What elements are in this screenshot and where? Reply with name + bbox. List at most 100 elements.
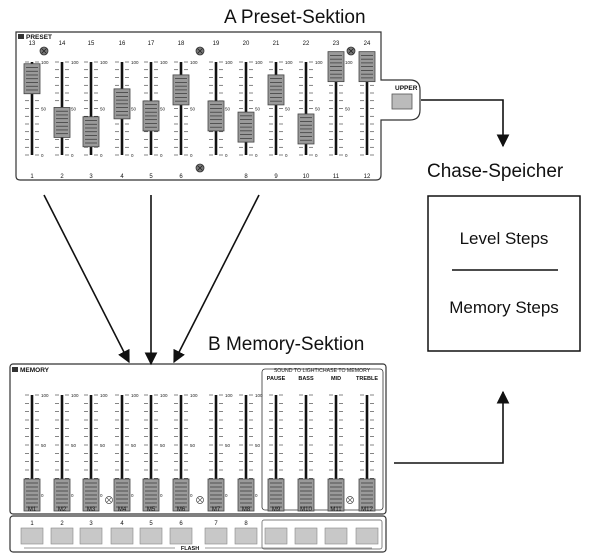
fader-track [214,395,218,495]
fader-knob[interactable] [358,478,376,512]
fader-knob[interactable] [113,88,131,120]
fader-knob[interactable] [82,116,100,148]
fader-track [179,395,183,495]
scale-label: 50 [71,443,77,448]
flash-button[interactable] [139,527,163,545]
memory-fader-channel[interactable] [358,394,376,512]
fader-track [89,395,93,495]
scale-label: 0 [190,153,193,158]
memory-fader-channel[interactable] [267,394,285,512]
scale-label: 0 [131,153,134,158]
scale-label: 50 [255,443,261,448]
fader-knob[interactable] [237,111,255,143]
flash-button[interactable] [355,527,379,545]
memory-fader-channel[interactable]: 100 50 0 [237,393,263,512]
sound-label: PAUSE [267,376,286,382]
memory-fader-channel[interactable] [297,394,315,512]
fader-knob[interactable] [53,107,71,138]
fader-knob[interactable] [207,478,225,512]
flash-button[interactable] [50,527,74,545]
memory-faders: 1005001005001005001005001005001005001005… [23,393,376,512]
scale-label: 100 [100,393,108,398]
fader-knob[interactable] [207,100,225,132]
fader-knob[interactable] [358,51,376,83]
fader-track [334,395,338,495]
fader-knob[interactable] [327,478,345,512]
preset-fader-channel[interactable] [358,51,376,156]
fader-knob[interactable] [267,478,285,512]
level-steps-label: Level Steps [459,229,549,248]
fader-track [244,62,248,155]
fader-knob[interactable] [327,51,345,83]
flash-button[interactable] [294,527,318,545]
fader-knob[interactable] [142,478,160,512]
scale-label: 100 [160,60,168,65]
flash-button[interactable] [79,527,103,545]
fader-track [30,395,34,495]
fader-knob[interactable] [172,478,190,512]
scale-label: 100 [255,393,263,398]
scale-label: 50 [225,107,231,112]
scale-label: 100 [71,60,79,65]
fader-knob[interactable] [172,74,190,106]
fader-knob[interactable] [113,478,131,512]
flash-button[interactable] [264,527,288,545]
fader-knob[interactable] [23,63,41,95]
scale-label: 100 [345,60,353,65]
scale-label: 50 [100,107,106,112]
flash-button[interactable] [234,527,258,545]
fader-knob[interactable] [297,478,315,512]
scale-label: 50 [41,443,47,448]
scale-label: 100 [255,60,263,65]
scale-label: 0 [100,493,103,498]
flash-button[interactable] [169,527,193,545]
preset-bottom-number: 3 [89,174,93,180]
fader-knob[interactable] [267,74,285,106]
memory-channel-label: M10 [300,507,312,513]
scale-label: 100 [41,393,49,398]
preset-top-number: 21 [273,41,280,47]
fader-knob[interactable] [237,478,255,512]
preset-bottom-number: 10 [303,174,310,180]
fader-track [274,395,278,495]
upper-button[interactable] [391,93,413,110]
flash-number: 1 [30,521,34,527]
flash-button[interactable] [110,527,134,545]
fader-knob[interactable] [142,100,160,132]
fader-knob[interactable] [297,113,315,145]
scale-label: 0 [160,153,163,158]
flash-button[interactable] [324,527,348,545]
fader-knob[interactable] [53,478,71,512]
fader-knob[interactable] [23,478,41,512]
flash-button[interactable] [204,527,228,545]
scale-label: 0 [345,153,348,158]
screw-icon [105,496,113,504]
memory-channel-label: M8 [242,507,251,513]
memory-fader-channel[interactable] [327,394,345,512]
scale-label: 0 [255,493,258,498]
fader-knob[interactable] [82,478,100,512]
scale-label: 50 [190,443,196,448]
flash-number: 6 [179,521,183,527]
flash-button[interactable] [20,527,44,545]
